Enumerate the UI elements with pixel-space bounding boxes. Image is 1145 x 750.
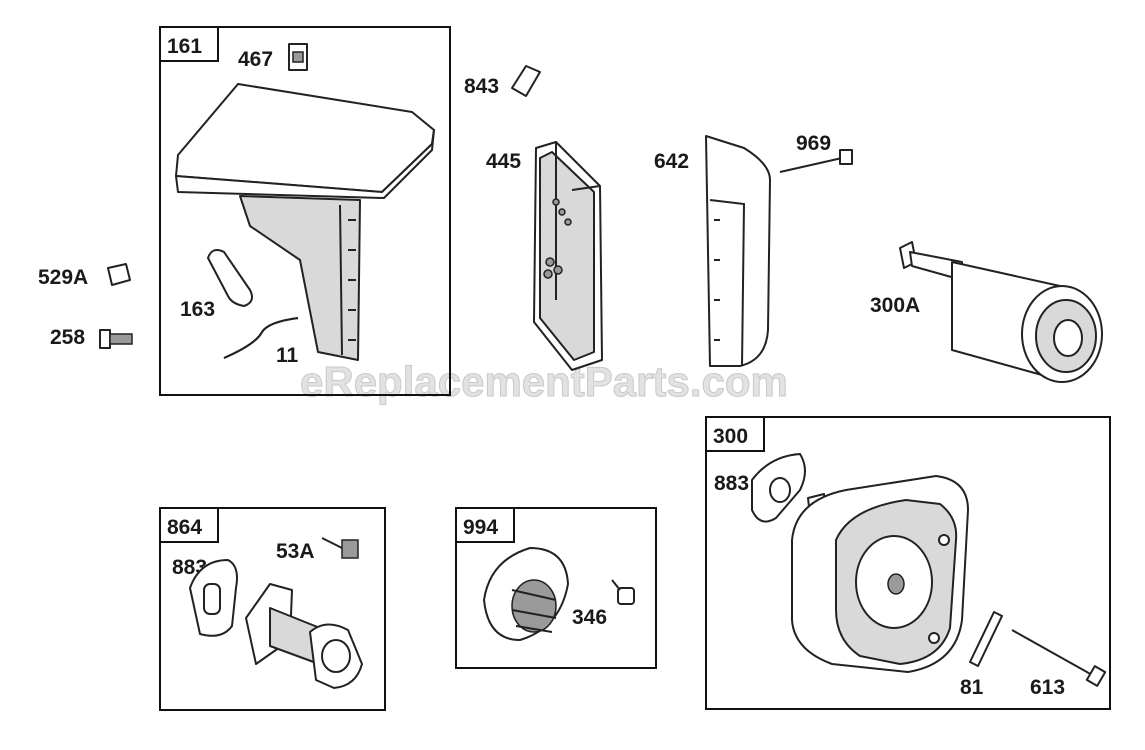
part-label-300a: 300A bbox=[870, 294, 920, 317]
part-label-642: 642 bbox=[654, 150, 689, 173]
screw-258-icon bbox=[99, 329, 133, 349]
part-label-613: 613 bbox=[1030, 676, 1065, 699]
spark-arrestor-icon bbox=[483, 547, 569, 641]
bolt-613-icon bbox=[1011, 629, 1107, 687]
part-258: 258 bbox=[50, 326, 133, 349]
part-label-883-300: 883 bbox=[714, 472, 749, 495]
part-label-163: 163 bbox=[180, 298, 215, 321]
part-label-53a: 53A bbox=[276, 540, 315, 563]
screw-53a-icon bbox=[321, 537, 359, 559]
lock-tab-81-icon bbox=[969, 611, 1003, 667]
air-cleaner-cover-icon bbox=[175, 83, 435, 361]
part-label-258: 258 bbox=[50, 326, 85, 349]
group-300: 300 883 81 613 bbox=[705, 416, 1111, 710]
bolt-969-icon bbox=[779, 149, 853, 173]
muffler-300-icon bbox=[791, 475, 969, 673]
adapter-pipe-icon bbox=[245, 583, 363, 689]
group-label-300: 300 bbox=[713, 425, 748, 448]
part-label-969: 969 bbox=[796, 132, 831, 155]
cover-642-icon bbox=[705, 135, 771, 367]
watermark: eReplacementParts.com bbox=[300, 358, 788, 405]
group-label-994: 994 bbox=[463, 516, 498, 539]
part-label-843: 843 bbox=[464, 75, 499, 98]
part-label-467: 467 bbox=[238, 48, 273, 71]
group-864: 864 883 53A bbox=[159, 507, 386, 711]
group-label-864: 864 bbox=[167, 516, 202, 539]
sleeve-843-icon bbox=[511, 65, 541, 97]
muffler-300a-icon bbox=[899, 241, 1103, 383]
part-467-icon bbox=[288, 43, 308, 71]
screw-346-icon bbox=[611, 579, 635, 605]
part-label-11: 11 bbox=[276, 344, 299, 367]
group-994: 994 346 bbox=[455, 507, 657, 669]
part-label-529a: 529A bbox=[38, 266, 88, 289]
gasket-163-icon bbox=[207, 249, 253, 307]
air-filter-445-icon bbox=[533, 141, 603, 371]
group-label-161: 161 bbox=[167, 35, 202, 58]
bushing-529a-icon bbox=[107, 263, 131, 286]
group-161: 161 467 163 11 bbox=[159, 26, 451, 396]
part-label-346: 346 bbox=[572, 606, 607, 629]
part-label-81: 81 bbox=[960, 676, 984, 699]
part-529a: 529A bbox=[38, 263, 131, 289]
part-label-445: 445 bbox=[486, 150, 521, 173]
